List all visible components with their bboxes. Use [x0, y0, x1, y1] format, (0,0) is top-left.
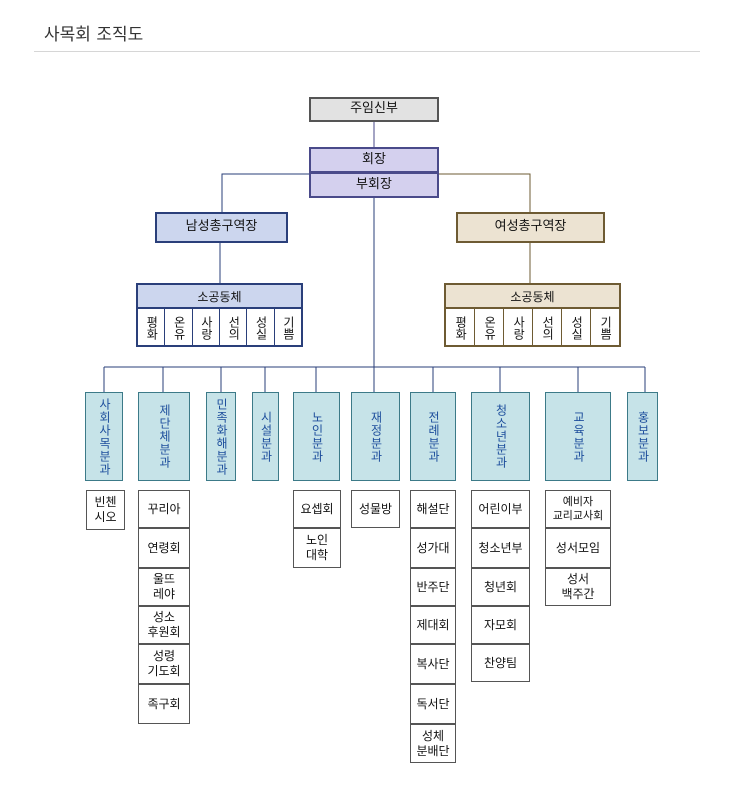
title-divider — [34, 51, 700, 52]
subgroup-choir: 성가대 — [410, 528, 456, 568]
subgroup-funeral-society: 연령회 — [138, 528, 190, 568]
department-reconciliation: 민족화해분과 — [206, 392, 236, 481]
men-community-cell: 기쁨 — [273, 309, 301, 347]
subgroup-children: 어린이부 — [471, 490, 530, 528]
department-facilities: 시설분과 — [252, 392, 279, 481]
chairman-box: 회장 — [309, 147, 439, 173]
department-youth: 청소년분과 — [471, 392, 530, 481]
women-small-community-title: 소공동체 — [446, 285, 619, 309]
department-seniors: 노인분과 — [293, 392, 340, 481]
department-social-ministry: 사회사목분과 — [85, 392, 123, 481]
subgroup-joseph-society: 요셉회 — [293, 490, 341, 528]
subgroup-religious-goods-shop: 성물방 — [351, 490, 400, 528]
women-district-leader-box: 여성총구역장 — [456, 212, 605, 243]
subgroup-eucharistic-ministers: 성체 분배단 — [410, 724, 456, 763]
subgroup-catechumen-catechists: 예비자 교리교사회 — [545, 490, 611, 528]
subgroup-teens: 청소년부 — [471, 528, 530, 568]
subgroup-vocation-support: 성소 후원회 — [138, 606, 190, 644]
men-community-cell: 평화 — [144, 316, 159, 340]
subgroup-altar-servers: 복사단 — [410, 644, 456, 684]
subgroup-vincent-de-paul: 빈첸 시오 — [86, 490, 125, 530]
women-small-community-table: 소공동체 평화 온유 사랑 선의 성실 기쁨 — [444, 283, 621, 347]
subgroup-commentators: 해설단 — [410, 490, 456, 528]
subgroup-bible-100-weeks: 성서 백주간 — [545, 568, 611, 606]
men-community-cell: 선의 — [218, 309, 246, 347]
men-small-community-table: 소공동체 평화 온유 사랑 선의 성실 기쁨 — [136, 283, 303, 347]
department-liturgy: 전례분과 — [410, 392, 456, 481]
subgroup-young-adults: 청년회 — [471, 568, 530, 606]
department-finance: 재정분과 — [351, 392, 400, 481]
subgroup-senior-college: 노인 대학 — [293, 528, 341, 568]
men-community-cell: 사랑 — [191, 309, 219, 347]
head-priest-box: 주임신부 — [309, 97, 439, 122]
department-organizations: 제단체분과 — [138, 392, 190, 481]
department-education: 교육분과 — [545, 392, 611, 481]
vice-chairman-box: 부회장 — [309, 173, 439, 198]
subgroup-mothers: 자모회 — [471, 606, 530, 644]
subgroup-ultreya: 울뜨 레야 — [138, 568, 190, 606]
men-district-leader-box: 남성총구역장 — [155, 212, 288, 243]
department-public-relations: 홍보분과 — [627, 392, 658, 481]
men-community-cell: 성실 — [246, 309, 273, 347]
subgroup-lectors: 독서단 — [410, 684, 456, 724]
subgroup-altar-society: 제대회 — [410, 606, 456, 644]
women-community-cell: 성실 — [561, 309, 590, 347]
men-small-community-title: 소공동체 — [138, 285, 301, 309]
subgroup-curia: 꾸리아 — [138, 490, 190, 528]
women-community-cell: 사랑 — [503, 309, 532, 347]
women-community-cell: 온유 — [474, 309, 503, 347]
page-title: 사목회 조직도 — [44, 25, 144, 45]
women-community-cell: 선의 — [532, 309, 561, 347]
subgroup-praise-team: 찬양팀 — [471, 644, 530, 682]
subgroup-bible-study: 성서모임 — [545, 528, 611, 568]
men-community-cell: 온유 — [164, 309, 191, 347]
subgroup-foot-volleyball: 족구회 — [138, 684, 190, 724]
subgroup-accompanists: 반주단 — [410, 568, 456, 606]
women-community-cell: 기쁨 — [590, 309, 619, 347]
subgroup-charismatic-prayer: 성령 기도회 — [138, 644, 190, 684]
women-community-cell: 평화 — [453, 316, 468, 340]
